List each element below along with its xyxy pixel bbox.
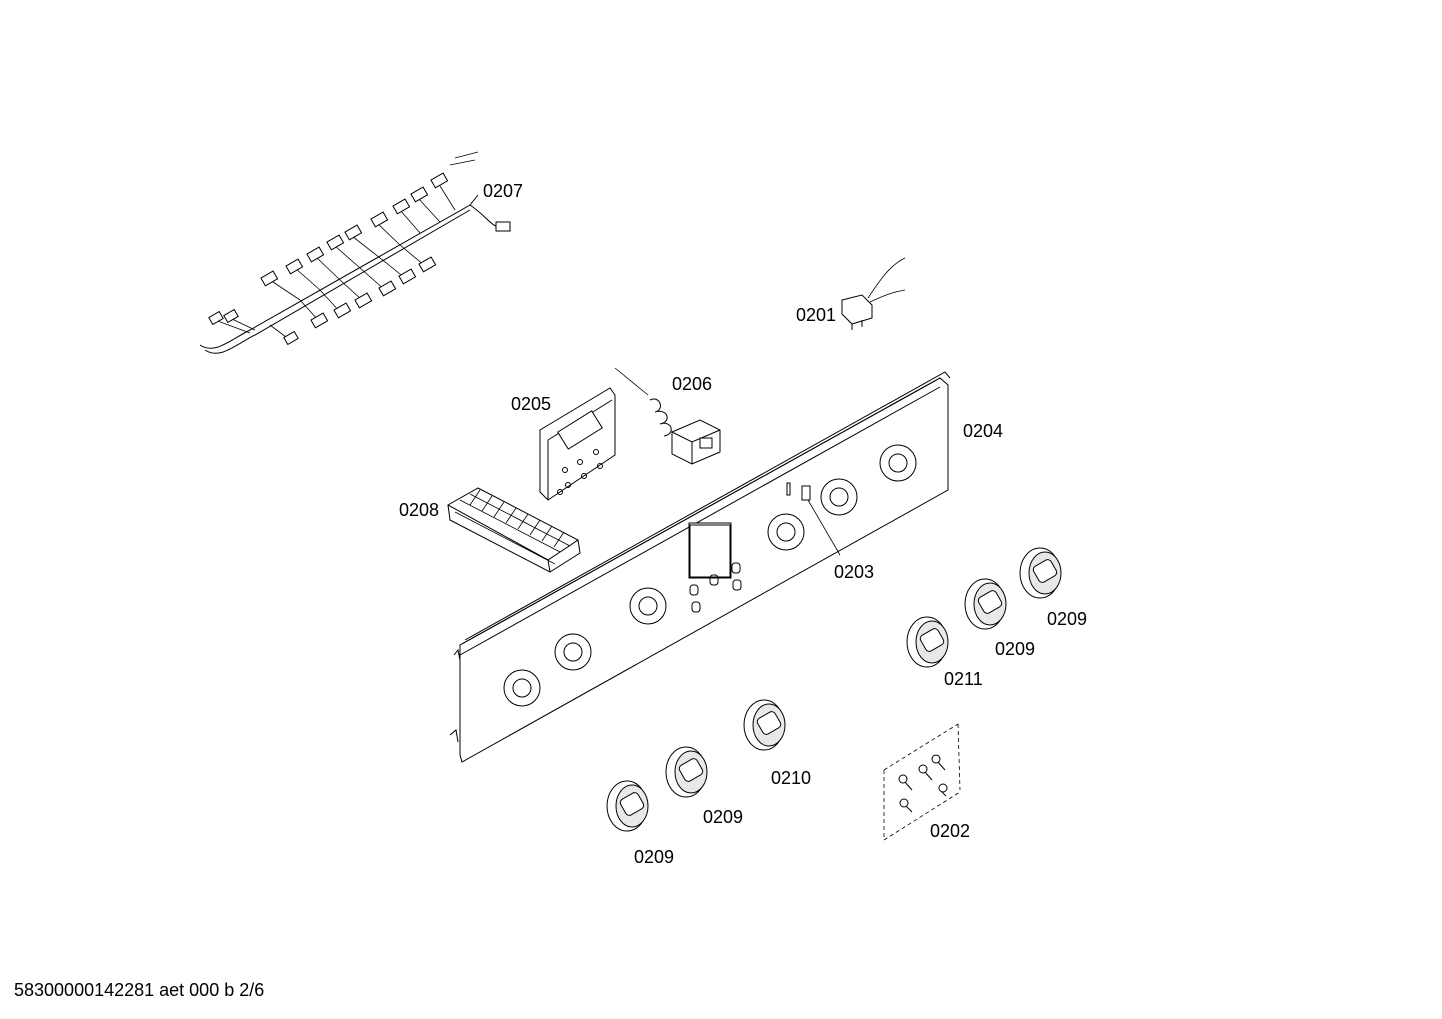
document-reference: 58300000142281 aet 000 b 2/6 bbox=[14, 980, 265, 1000]
label-0209-lower-left: 0209 bbox=[634, 847, 675, 867]
screw-2 bbox=[918, 764, 933, 781]
panel-knob-hole-2 bbox=[554, 633, 592, 671]
label-0208: 0208 bbox=[399, 500, 440, 520]
label-0210: 0210 bbox=[771, 768, 812, 788]
wiring-harness-0207 bbox=[199, 151, 511, 354]
label-0209-lower-mid: 0209 bbox=[703, 807, 744, 827]
electronic-module-0205 bbox=[539, 387, 616, 501]
label-0206: 0206 bbox=[672, 374, 713, 394]
screw-1 bbox=[898, 774, 913, 791]
screws-0202 bbox=[883, 723, 961, 841]
label-0203: 0203 bbox=[834, 562, 875, 582]
knob-0211 bbox=[906, 616, 949, 668]
knob-0209-upper-mid bbox=[964, 578, 1007, 630]
label-0211: 0211 bbox=[944, 669, 983, 689]
label-0207: 0207 bbox=[483, 181, 524, 201]
knob-0210 bbox=[743, 699, 786, 751]
panel-knob-hole-5 bbox=[820, 478, 858, 516]
panel-knob-hole-1 bbox=[503, 669, 541, 707]
panel-knob-hole-4 bbox=[767, 513, 805, 551]
terminal-block-0208 bbox=[446, 487, 581, 573]
label-0204: 0204 bbox=[963, 421, 1004, 441]
switch-0201 bbox=[841, 257, 906, 330]
label-0209-upper-right: 0209 bbox=[1047, 609, 1088, 629]
screw-3 bbox=[931, 754, 946, 771]
knob-0209-lower-left bbox=[606, 780, 649, 832]
screw-4 bbox=[899, 798, 913, 813]
knob-0209-lower-mid bbox=[665, 746, 708, 798]
knob-0209-upper-right bbox=[1019, 547, 1062, 599]
screw-5 bbox=[938, 783, 948, 797]
panel-knob-hole-3 bbox=[629, 587, 667, 625]
label-0205: 0205 bbox=[511, 394, 552, 414]
label-0201: 0201 bbox=[796, 305, 837, 325]
label-0202: 0202 bbox=[930, 821, 971, 841]
label-0209-upper-mid: 0209 bbox=[995, 639, 1036, 659]
control-panel-0204 bbox=[449, 371, 951, 763]
panel-knob-hole-6 bbox=[879, 444, 917, 482]
thermostat-0206 bbox=[614, 367, 721, 465]
